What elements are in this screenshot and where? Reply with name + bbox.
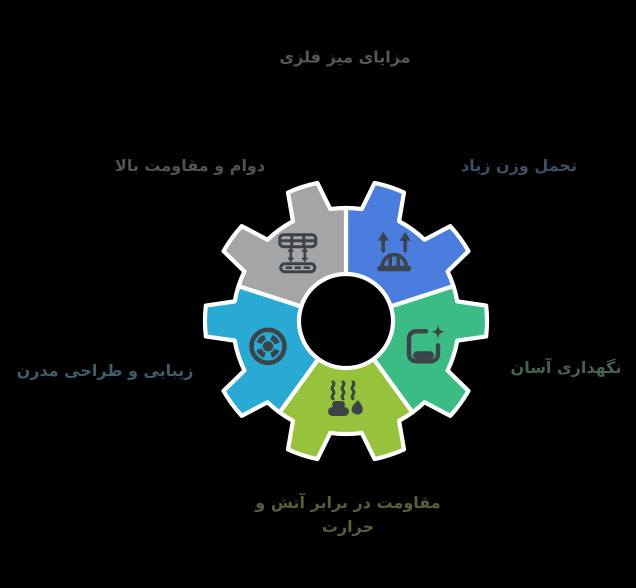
gear-segment-easy-maintenance (371, 283, 490, 418)
gear-segment-load-capacity (343, 180, 471, 309)
clean-surface-icon (406, 324, 445, 364)
diagram-title: مزایای میز فلزی (279, 47, 411, 67)
segment-label-modern-design: زیبایی و طراحی مدرن (16, 361, 194, 380)
design-wheel-icon (249, 327, 287, 366)
heat-resistance-icon (328, 380, 363, 416)
segment-label-easy-maintenance: نگهداری آسان (510, 358, 622, 377)
durability-icon (278, 233, 318, 274)
gear-segment-durability (221, 180, 349, 309)
segment-label-durability: دوام و مقاومت بالا (114, 156, 266, 175)
load-capacity-icon (377, 231, 412, 272)
segment-label-load-capacity: تحمل وزن زیاد (461, 156, 577, 175)
